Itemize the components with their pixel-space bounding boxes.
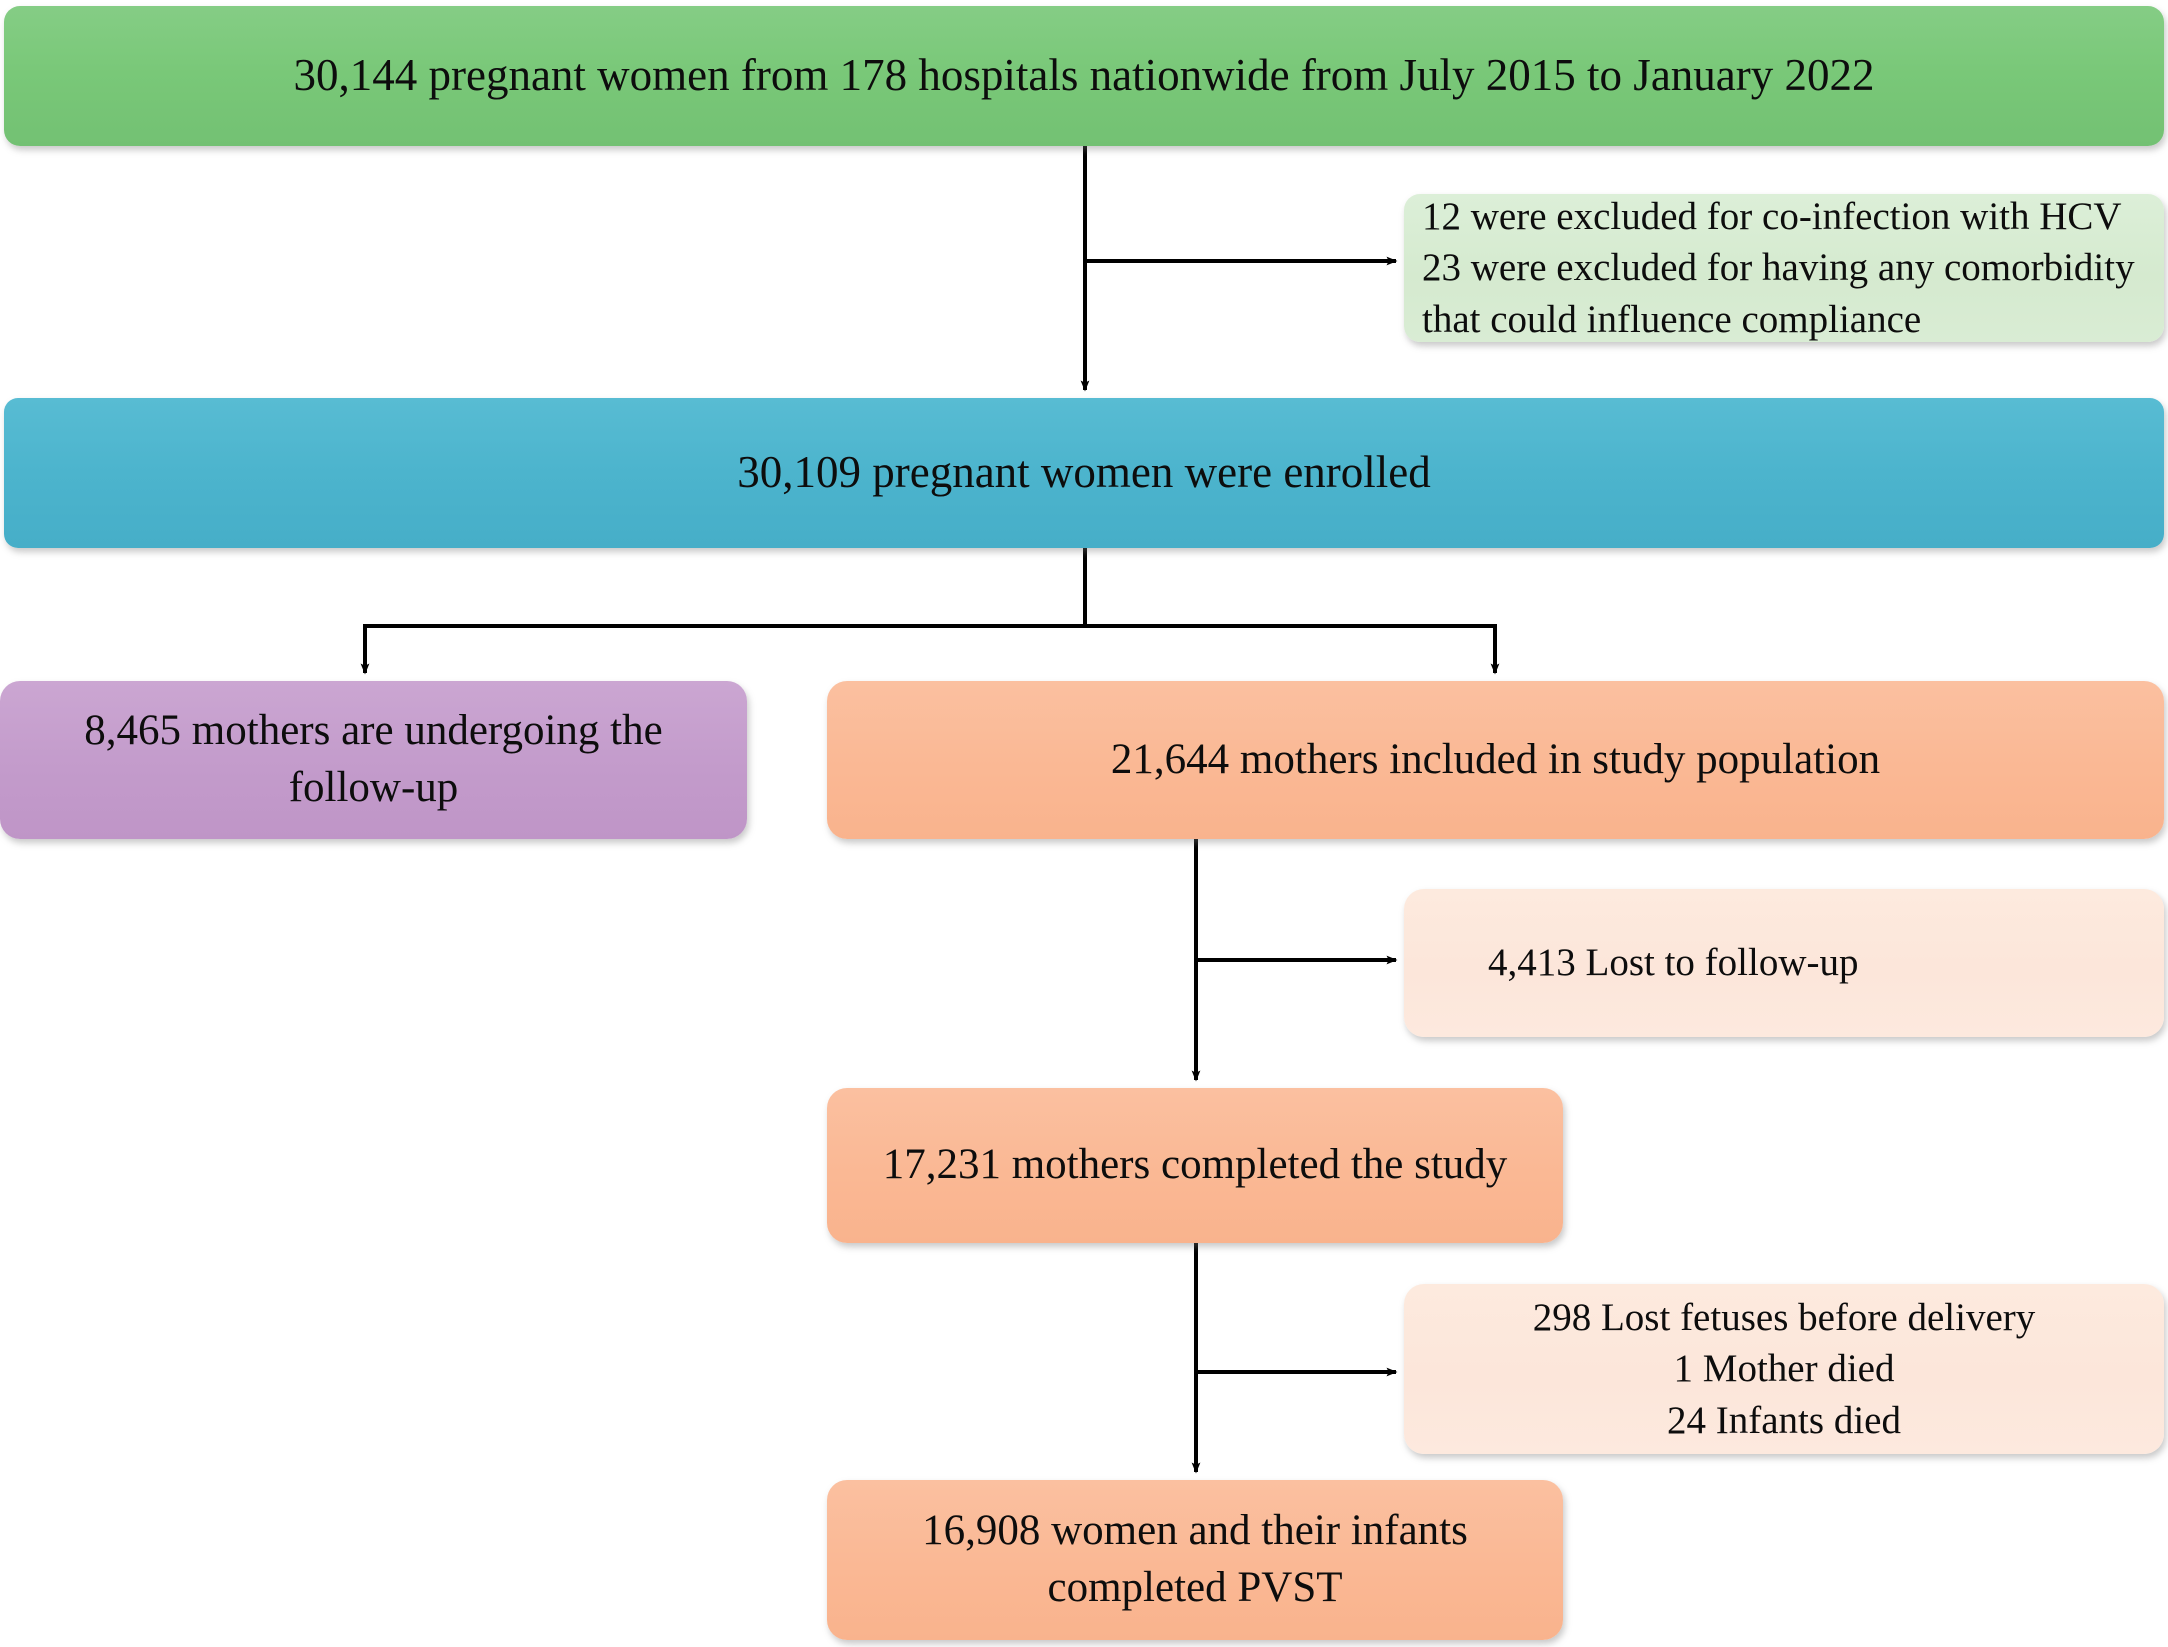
node-study-population: 21,644 mothers included in study populat…: [827, 681, 2164, 839]
node-ongoing-followup-label: 8,465 mothers are undergoing the follow-…: [84, 707, 663, 811]
node-source-population: 30,144 pregnant women from 178 hospitals…: [4, 6, 2164, 146]
node-completed-study-label: 17,231 mothers completed the study: [882, 1141, 1508, 1189]
node-enrolled: 30,109 pregnant women were enrolled: [4, 398, 2164, 548]
node-completed-pvst: 16,908 women and their infants completed…: [827, 1480, 1563, 1640]
node-losses-before-delivery-label: 298 Lost fetuses before delivery 1 Mothe…: [1532, 1295, 2036, 1442]
node-completed-study: 17,231 mothers completed the study: [827, 1088, 1563, 1243]
node-excluded-criteria-label: 12 were excluded for co-infection with H…: [1422, 194, 2135, 341]
node-losses-before-delivery: 298 Lost fetuses before delivery 1 Mothe…: [1404, 1284, 2164, 1454]
connector-enrolled-split: [360, 548, 1500, 675]
node-enrolled-label: 30,109 pregnant women were enrolled: [737, 447, 1431, 498]
node-completed-pvst-label: 16,908 women and their infants completed…: [922, 1507, 1468, 1611]
node-lost-to-followup-label: 4,413 Lost to follow-up: [1488, 941, 1859, 985]
node-study-population-label: 21,644 mothers included in study populat…: [1110, 735, 1881, 783]
node-source-population-label: 30,144 pregnant women from 178 hospitals…: [293, 50, 1875, 101]
node-ongoing-followup: 8,465 mothers are undergoing the follow-…: [0, 681, 747, 839]
node-excluded-criteria: 12 were excluded for co-infection with H…: [1404, 194, 2164, 342]
node-lost-to-followup: 4,413 Lost to follow-up: [1404, 889, 2164, 1037]
